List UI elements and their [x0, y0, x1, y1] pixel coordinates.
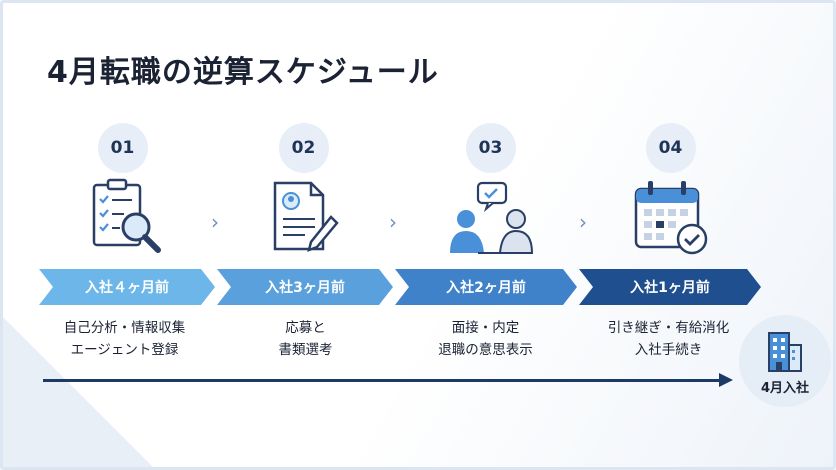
step-1: 01 [35, 123, 210, 273]
step-number: 04 [645, 123, 696, 173]
office-building-icon [768, 332, 802, 372]
step-4: 04 [583, 123, 758, 273]
page-title: 4月転職の逆算スケジュール [47, 55, 439, 90]
step-1-description: 自己分析・情報収集 エージェント登録 [37, 317, 212, 361]
desc-line: 応募と [285, 320, 326, 336]
desc-line: 書類選考 [278, 342, 333, 358]
checklist-magnifier-icon [80, 177, 166, 263]
chevron-right-icon: › [211, 210, 219, 234]
step-number: 02 [278, 123, 329, 173]
timeline-line [43, 379, 723, 382]
resume-pen-icon [261, 177, 347, 263]
desc-line: エージェント登録 [70, 342, 179, 358]
desc-line: 退職の意思表示 [438, 342, 533, 358]
step-number: 03 [465, 123, 516, 173]
phase-band-3: 入社2ヶ月前 [395, 269, 577, 305]
step-3: 03 [403, 123, 578, 273]
desc-line: 面接・内定 [451, 320, 520, 336]
goal-badge: 4月入社 [739, 315, 831, 407]
step-4-description: 引き継ぎ・有給消化 入社手続き [581, 317, 756, 361]
desc-line: 引き継ぎ・有給消化 [607, 320, 730, 336]
chevron-right-icon: › [389, 210, 397, 234]
corner-decoration [3, 317, 153, 467]
phase-band-4: 入社1ヶ月前 [579, 269, 761, 305]
desc-line: 自己分析・情報収集 [63, 320, 186, 336]
step-2: 02 [216, 123, 391, 273]
arrow-head-icon [719, 373, 733, 387]
goal-label: 4月入社 [760, 381, 810, 396]
interview-people-icon [448, 177, 534, 263]
step-3-description: 面接・内定 退職の意思表示 [398, 317, 573, 361]
step-2-description: 応募と 書類選考 [218, 317, 393, 361]
chevron-right-icon: › [579, 210, 587, 234]
calendar-check-icon [628, 177, 714, 263]
desc-line: 入社手続き [634, 342, 703, 358]
step-number: 01 [97, 123, 148, 173]
phase-band-1: 入社４ヶ月前 [39, 269, 215, 305]
phase-band-2: 入社3ヶ月前 [217, 269, 393, 305]
